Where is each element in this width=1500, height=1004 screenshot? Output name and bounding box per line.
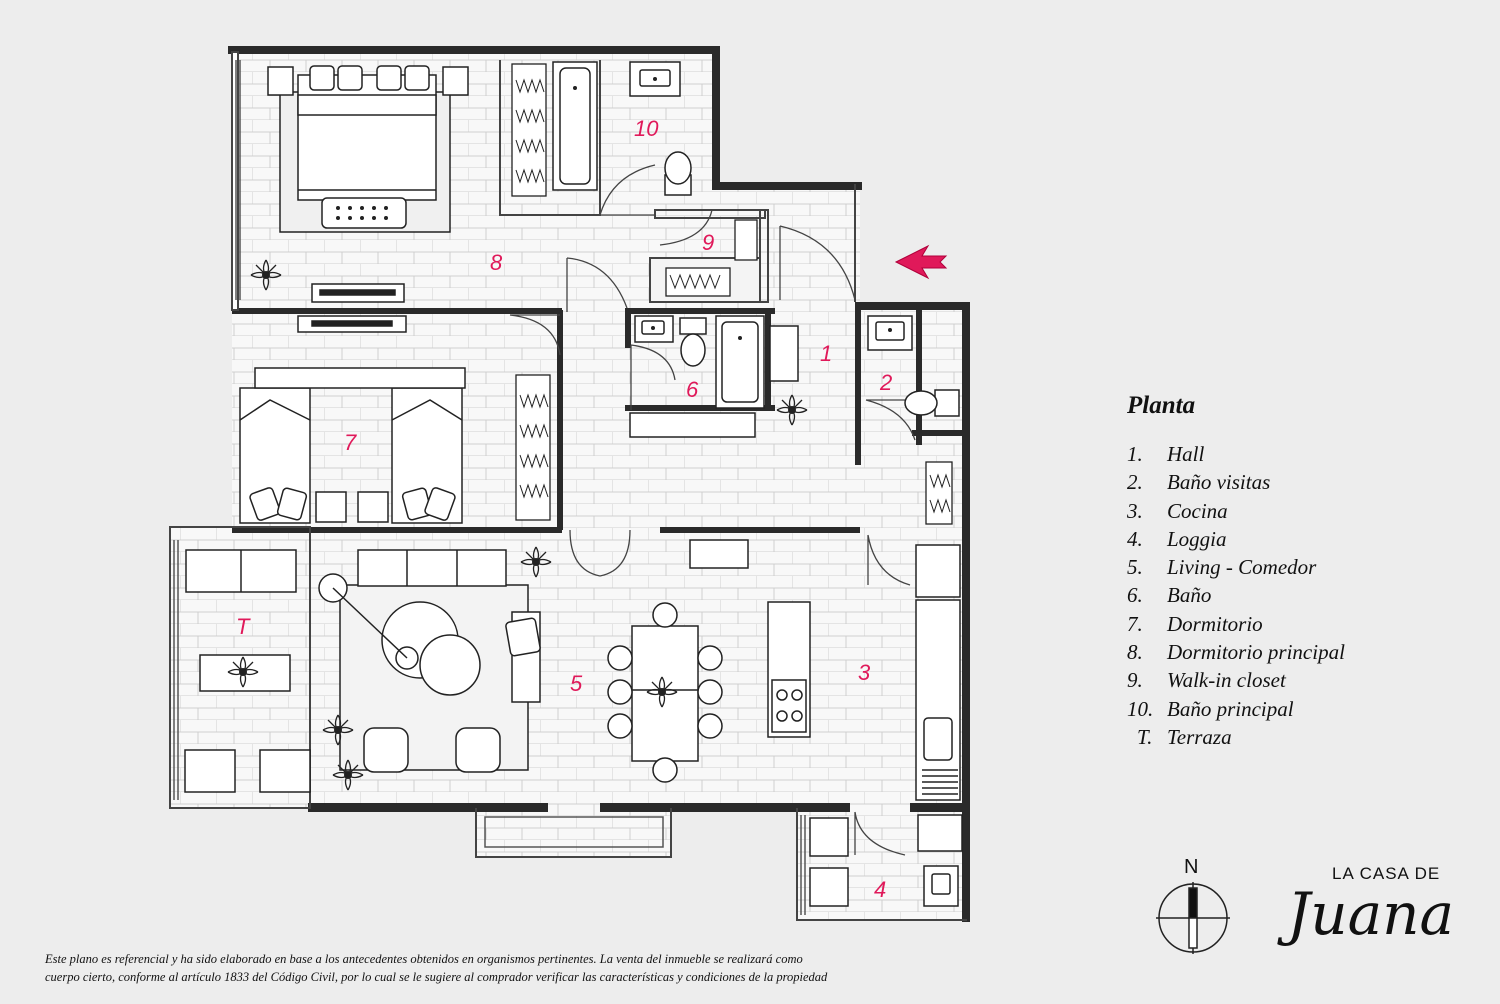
legend-item: 2. Baño visitas: [1127, 468, 1345, 496]
walls: [228, 46, 970, 922]
compass-icon: [1156, 882, 1230, 954]
room-number-8: 8: [490, 250, 503, 275]
brand-name: LA CASA DE: [1332, 864, 1441, 883]
room-number-5: 5: [570, 671, 583, 696]
legend-item: 3. Cocina: [1127, 497, 1345, 525]
legend-label: Dormitorio: [1167, 611, 1263, 636]
disclaimer: Este plano es referencial y ha sido elab…: [45, 950, 1085, 986]
legend-number: 2.: [1127, 470, 1143, 495]
legend-label: Baño principal: [1167, 696, 1294, 721]
legend-number: 7.: [1127, 611, 1143, 636]
legend-item: 7. Dormitorio: [1127, 610, 1345, 638]
legend-number: 6.: [1127, 583, 1143, 608]
drain-dots: [573, 77, 892, 340]
bench-dots: [336, 206, 388, 220]
room-number-terrace: T: [236, 614, 251, 639]
windows: [173, 60, 806, 915]
legend-item: T. Terraza: [1127, 723, 1345, 751]
legend-number: 4.: [1127, 526, 1143, 551]
living-furniture: [318, 539, 749, 783]
legend-item: 8. Dormitorio principal: [1127, 638, 1345, 666]
legend-label: Baño: [1167, 583, 1212, 608]
kitchen-fixtures: [767, 544, 963, 907]
legend-label: Terraza: [1167, 724, 1232, 749]
disclaimer-line: cuerpo cierto, conforme al artículo 1833…: [45, 970, 828, 984]
legend-number: 5.: [1127, 555, 1143, 580]
legend-label: Walk-in closet: [1167, 668, 1286, 693]
room-number-1: 1: [820, 341, 832, 366]
entrance-arrow-icon: [894, 244, 948, 280]
twin-beds: [239, 315, 466, 524]
legend-item: 4. Loggia: [1127, 525, 1345, 553]
closet-zigzag: [515, 78, 951, 514]
disclaimer-line: Este plano es referencial y ha sido elab…: [45, 952, 803, 966]
room-number-2: 2: [879, 370, 892, 395]
legend-item: 10. Baño principal: [1127, 695, 1345, 723]
compass-label: N: [1184, 856, 1199, 878]
legend-label: Living - Comedor: [1167, 555, 1317, 580]
room-number-7: 7: [344, 430, 357, 455]
legend-number: 9.: [1127, 668, 1143, 693]
room-number-4: 4: [874, 877, 886, 902]
legend-item: 9. Walk-in closet: [1127, 666, 1345, 694]
legend-label: Loggia: [1167, 526, 1227, 551]
legend-number: 3.: [1127, 498, 1143, 523]
legend-label: Baño visitas: [1167, 470, 1271, 495]
legend-number: 10.: [1127, 696, 1154, 721]
legend-item: 5. Living - Comedor: [1127, 553, 1345, 581]
legend-item: 1. Hall: [1127, 440, 1345, 468]
legend-number: 1.: [1127, 442, 1143, 466]
legend-item: 6. Baño: [1127, 581, 1345, 609]
legend-title: Planta: [1127, 392, 1196, 419]
legend-label: Dormitorio principal: [1167, 640, 1345, 665]
legend-number: T.: [1137, 724, 1153, 749]
legend: Planta 1. Hall 2. Baño visitas 3. Cocina 4.…: [1127, 392, 1345, 751]
legend-label: Hall: [1167, 442, 1205, 466]
legend-number: 8.: [1127, 640, 1143, 665]
legend-label: Cocina: [1167, 498, 1228, 523]
master-bed: [267, 65, 469, 303]
room-number-6: 6: [686, 377, 699, 402]
room-number-3: 3: [858, 660, 871, 685]
room-number-9: 9: [702, 230, 714, 255]
brand-logo-script: Juana: [1287, 880, 1455, 948]
room-number-10: 10: [634, 116, 659, 141]
